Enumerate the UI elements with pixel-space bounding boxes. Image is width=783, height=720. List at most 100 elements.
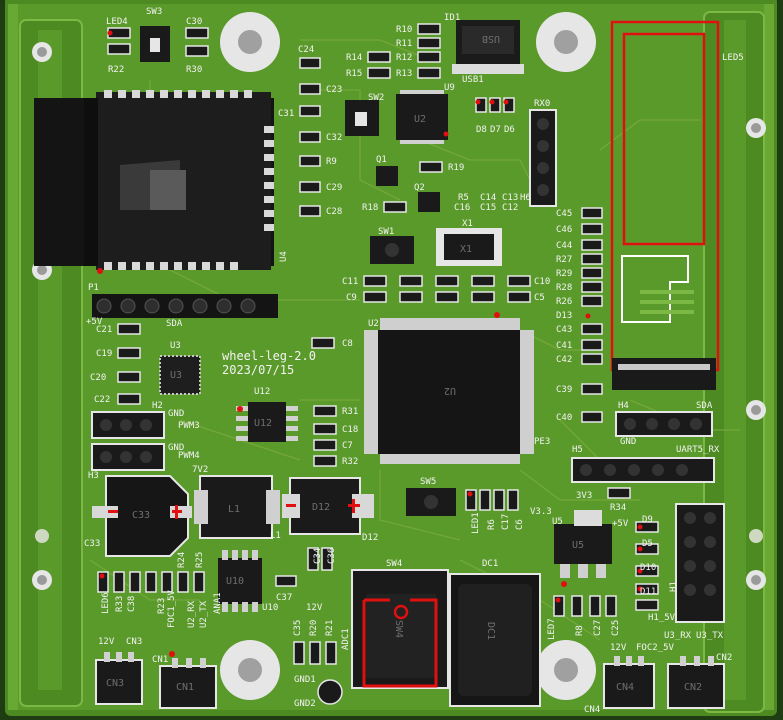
label-r11: R11	[396, 39, 412, 49]
label-h5: H5	[572, 445, 583, 455]
label-u3-rx: U3_RX	[664, 631, 692, 641]
label-c41: C41	[556, 341, 572, 351]
label-c23: C23	[326, 85, 342, 95]
label-pwm3: PWM3	[178, 421, 200, 431]
label-u10: U10	[262, 603, 278, 613]
label-c9: C9	[346, 293, 357, 303]
c33-capacitor	[92, 475, 192, 557]
label-r22: R22	[108, 65, 124, 75]
u9-chip	[396, 90, 448, 144]
label-c31: C31	[278, 109, 294, 119]
cn3-mark: CN3	[106, 678, 124, 689]
label-c25: C25	[611, 620, 621, 636]
label-d9: D9	[642, 515, 653, 525]
rx0-header	[529, 109, 557, 207]
led5-antenna	[610, 20, 720, 390]
x1-crystal	[436, 228, 502, 266]
label-u9: U9	[444, 83, 455, 93]
label-gnd-h4: GND	[620, 437, 636, 447]
label-h1-5v: H1_5V	[648, 613, 676, 623]
h1-header	[675, 503, 725, 623]
u12-chip	[236, 402, 298, 442]
rail-strip-right	[724, 20, 746, 700]
label-r20: R20	[309, 620, 319, 636]
label-c17: C17	[501, 514, 511, 530]
headers-left	[91, 411, 165, 471]
label-led5: LED5	[722, 53, 744, 63]
label-cn4: CN4	[584, 705, 600, 715]
label-led4: LED4	[106, 17, 128, 27]
label-r33: R33	[115, 596, 125, 612]
label-c36: C36	[327, 548, 337, 564]
label-3v3: 3V3	[576, 491, 592, 501]
label-r24: R24	[177, 552, 187, 568]
cn2-mark: CN2	[684, 682, 702, 693]
label-r6: R6	[487, 519, 497, 530]
label-d5: D5	[642, 539, 653, 549]
label-sw3: SW3	[146, 7, 162, 17]
label-u2-rx: U2_RX	[187, 600, 197, 628]
label-rx0: RX0	[534, 99, 550, 109]
u2-mark: U2	[444, 385, 456, 396]
label-foc2-5v: FOC2_5V	[636, 643, 675, 653]
label-r13: R13	[396, 69, 412, 79]
label-r19: R19	[448, 163, 464, 173]
label-c15: C15	[480, 203, 496, 213]
label-u3-tx: U3_TX	[696, 631, 724, 641]
label-c32: C32	[326, 133, 342, 143]
label-c11: C11	[342, 277, 358, 287]
label-r26: R26	[556, 297, 572, 307]
label-h3: H3	[88, 471, 99, 481]
label-r30: R30	[186, 65, 202, 75]
label-d13: D13	[556, 311, 572, 321]
label-r32: R32	[342, 457, 358, 467]
label-r28: R28	[556, 283, 572, 293]
label-c13: C13	[502, 193, 518, 203]
u3-mark: U3	[170, 370, 182, 381]
label-c40: C40	[556, 413, 572, 423]
label-c29: C29	[326, 183, 342, 193]
label-c46: C46	[556, 225, 572, 235]
passives	[97, 23, 659, 665]
silkscreen-labels: LED4 SW3 C30 R22 R30 C24 C23 C31 C32 R9 …	[84, 7, 744, 715]
label-u3: U3	[170, 341, 181, 351]
label-gnd-h3: GND	[168, 443, 184, 453]
u5-regulator	[554, 510, 612, 578]
d12-diode	[282, 477, 374, 535]
label-c20: C20	[90, 373, 106, 383]
label-r27: R27	[556, 255, 572, 265]
mounting-holes	[32, 12, 766, 700]
label-gnd-h2: GND	[168, 409, 184, 419]
label-v33: V3.3	[530, 507, 552, 517]
label-5v-u5: +5V	[612, 519, 629, 529]
u5-mark: U5	[572, 540, 584, 551]
label-sw1: SW1	[378, 227, 394, 237]
label-c8: C8	[342, 339, 353, 349]
label-sda-h4: SDA	[696, 401, 713, 411]
d12-mark: D12	[312, 502, 330, 513]
h4-header	[615, 411, 713, 437]
label-d6: D6	[504, 125, 515, 135]
label-7v2: 7V2	[192, 465, 208, 475]
copper-rail-right	[764, 4, 774, 710]
label-d7: D7	[490, 125, 501, 135]
label-u12: U12	[254, 387, 270, 397]
label-c33: C33	[84, 539, 100, 549]
u9-mark: U2	[414, 114, 426, 125]
label-cn1: CN1	[152, 655, 168, 665]
label-c34: C34	[313, 548, 323, 564]
x1-mark: X1	[460, 244, 472, 255]
chip-markings: U2 U2 USB L1 D12 C33 DC1 SW4 CN1 CN2 CN3…	[106, 33, 702, 693]
label-c27: C27	[593, 620, 603, 636]
label-usb1: USB1	[462, 75, 484, 85]
label-d10: D10	[640, 563, 656, 573]
label-gnd1: GND1	[294, 675, 316, 685]
label-gnd2: GND2	[294, 699, 316, 709]
label-r15: R15	[346, 69, 362, 79]
label-r23: R23	[157, 598, 167, 614]
label-h4: H4	[618, 401, 629, 411]
label-r29: R29	[556, 269, 572, 279]
u3-chip	[159, 355, 201, 395]
label-pe3: PE3	[534, 437, 550, 447]
